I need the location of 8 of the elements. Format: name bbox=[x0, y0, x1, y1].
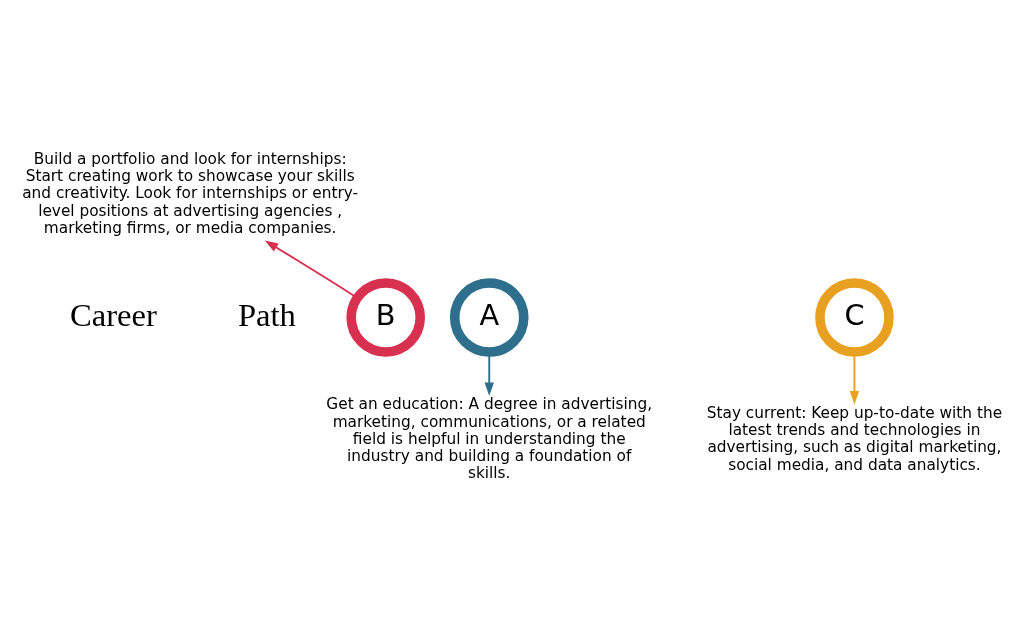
node-text: Stay current: Keep up-to-date with the latest trends and technologies in advertising, such as digital marketing, social media, and data analytics. bbox=[706, 403, 1003, 474]
node-circle: A bbox=[449, 277, 529, 357]
node-text: Build a portfolio and look for internships: Start creating work to showcase your skills and creativity. Look for internships or entry-level positions at advertising agencies , marketing firms, or media companies. bbox=[22, 149, 359, 237]
label: Career bbox=[70, 296, 157, 333]
node-circle: C bbox=[815, 277, 894, 357]
node-text: Get an education: A degree in advertising, marketing, communications, or a related field is helpful in understanding the industry and building a foundation of skills. bbox=[326, 394, 653, 482]
node-circle: B bbox=[346, 277, 425, 357]
label: Path bbox=[237, 296, 296, 333]
